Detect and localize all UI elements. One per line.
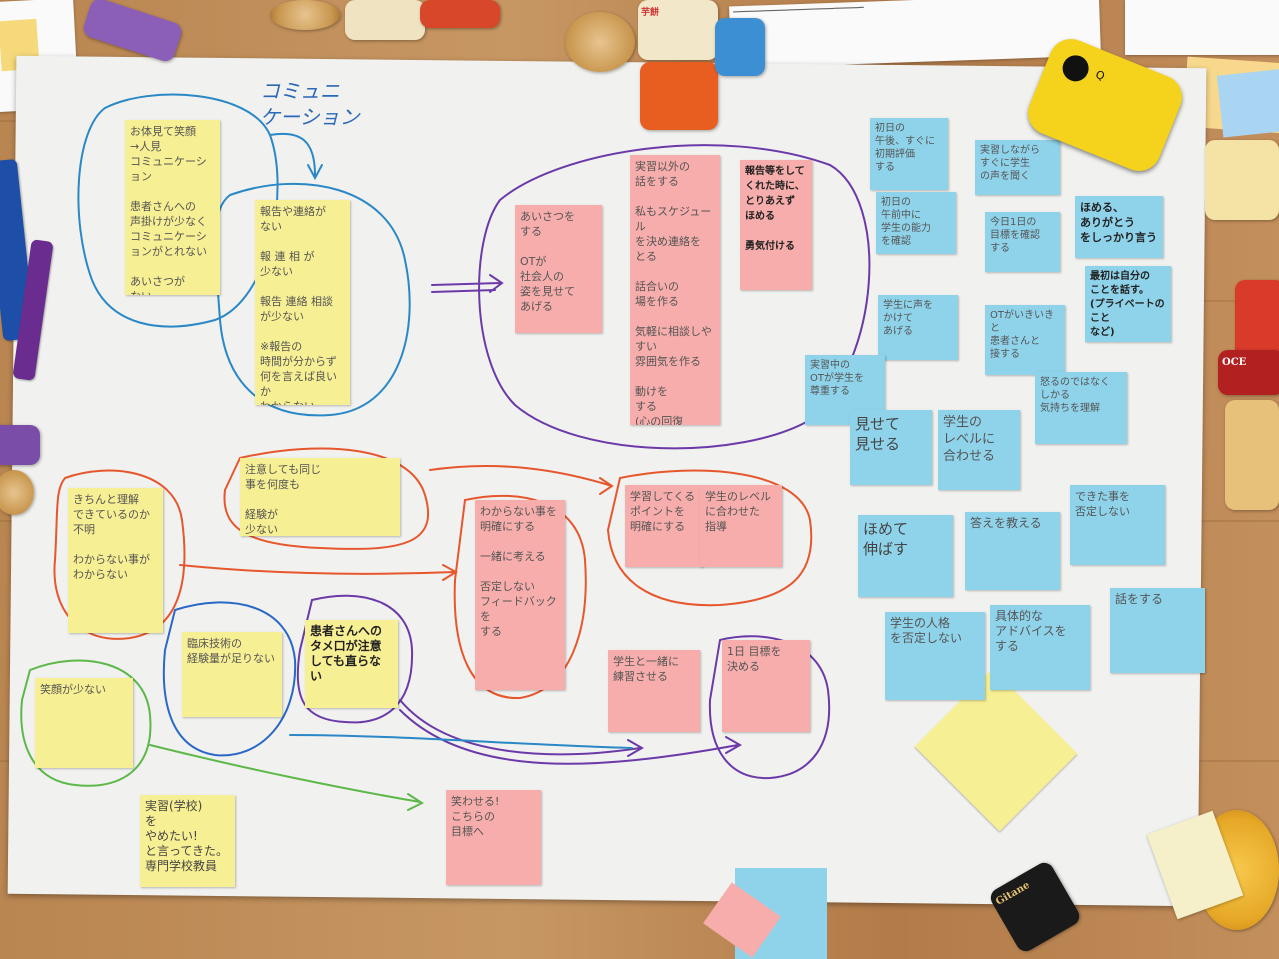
purple-arrow (431, 274, 504, 293)
sticky-note-blue: 今日1日の 目標を確認 する (985, 212, 1060, 272)
blue-circle-1 (77, 93, 279, 328)
sticky-note-blue: 最初は自分の ことを話す。 (プライベートのこと など) (1085, 266, 1171, 342)
sticky-note-blue: 学生に声を かけて あげる (878, 295, 958, 360)
sticky-note-blue: ほめる、 ありがとう をしっかり言う (1075, 196, 1163, 258)
sticky-note-blue: 学生の人格 を否定しない (885, 612, 985, 700)
green-arrow (149, 744, 425, 811)
document-top-right (1125, 0, 1279, 55)
orange-circle-2 (53, 469, 186, 640)
sticky-note-pink: 笑わせる! こちらの 目標へ (446, 790, 541, 885)
sticky-note-yellow: 注意しても同じ 事を何度も 経験が 少ない (240, 458, 400, 536)
green-circle (20, 659, 152, 787)
orange-arrow-2 (179, 564, 459, 581)
snack-wrapper-red (420, 0, 500, 28)
sticky-note-pink: あいさつを する OTが 社会人の 姿を見せて あげる (515, 205, 602, 333)
sticky-note-blue: 学生の レベルに 合わせる (938, 410, 1020, 490)
sticky-note-yellow: きちんと理解 できているのか 不明 わからない事が わからない (68, 488, 163, 633)
sticky-note-blue: 答えを教える (965, 512, 1060, 590)
sticky-note-yellow: お体見て笑顔 →人見 コミュニケーション 患者さんへの 声掛けが少なく コミュニ… (125, 120, 220, 295)
sticky-note-blue: OTがいきいきと 患者さんと 接する (985, 305, 1065, 375)
sticky-note-blue: 話をする (1110, 588, 1205, 673)
sticky-note-yellow: 実習(学校) を やめたい! と言ってきた。 専門学校教員 (140, 795, 235, 887)
heading-text: コミュニ ケーション (260, 79, 360, 129)
orange-circle-4 (606, 469, 813, 607)
phone-camera (1058, 51, 1093, 86)
blue-arrow (269, 132, 323, 181)
sticky-note-blue: 具体的な アドバイスを する (990, 605, 1090, 690)
purple-arrow-low2 (399, 709, 743, 765)
sticky-note-pink: わからない事を 明確にする 一緒に考える 否定しない フィードバックを する (475, 500, 565, 690)
blue-circle-3 (162, 601, 297, 757)
sticky-note-yellow: 笑顔が少ない (35, 678, 133, 768)
snack-wrapper-orange (640, 62, 718, 130)
sticky-note-yellow: 報告や連絡が ない 報 連 相 が 少ない 報告 連絡 相談 が少ない ※報告の… (255, 200, 350, 405)
biscuit-pack (345, 0, 425, 40)
sticky-note-blue: 初日の 午後、すぐに 初期評価 する (870, 118, 948, 190)
snack-pack-right (1205, 140, 1279, 220)
cookie (270, 0, 340, 30)
bisco-pack: OCE (1218, 350, 1279, 395)
sticky-note-blue: 初日の 午前中に 学生の能力 を確認 (876, 192, 956, 254)
sticky-note-pink: 1日 目標を 決める (722, 640, 810, 732)
bisco-label: OCE (1222, 357, 1247, 368)
sticky-note-pink: 報告等をして くれた時に、 とりあえず ほめる 勇気付ける (740, 160, 812, 290)
candy-wrapper (0, 425, 40, 465)
sticky-note-blue: できた事を 否定しない (1070, 485, 1165, 565)
snack-box: 芋餅 (638, 0, 718, 60)
snack-pile-right (1225, 400, 1279, 510)
orange-arrow-1 (429, 465, 614, 495)
phone-logo: Q (1093, 67, 1107, 84)
sticky-note-pink: 実習以外の 話をする 私もスケジュール を決め連絡を とる 話合いの 場を作る … (630, 155, 720, 425)
sticky-note-blue: 怒るのではなく しかる 気持ちを理解 (1035, 372, 1127, 444)
sticky-note-yellow: 臨床技術の 経験量が足りない (182, 632, 282, 717)
sticky-note-blue: ほめて 伸ばす (858, 515, 953, 597)
sticky-note-pink: 学生と一緒に 練習させる (608, 650, 700, 732)
snack-wrapper-blue (715, 18, 765, 76)
snack-title: 芋餅 (641, 8, 660, 18)
cookie-stack (565, 12, 635, 72)
sticky-note-yellow: 患者さんへの タメ口が注意 しても直らない (305, 620, 398, 708)
sticky-note-pink: 学生のレベル に合わせた 指導 (700, 485, 782, 567)
sticky-note-pink: 学習してくる ポイントを 明確にする (625, 485, 703, 567)
sticky-note-blue: 実習しながら すぐに学生 の声を聞く (975, 140, 1060, 195)
purple-arrow-low (399, 699, 645, 757)
sticky-note-blue: 見せて 見せる (850, 410, 932, 485)
cookie-left (0, 470, 34, 515)
blue-arrow-low (289, 734, 633, 749)
